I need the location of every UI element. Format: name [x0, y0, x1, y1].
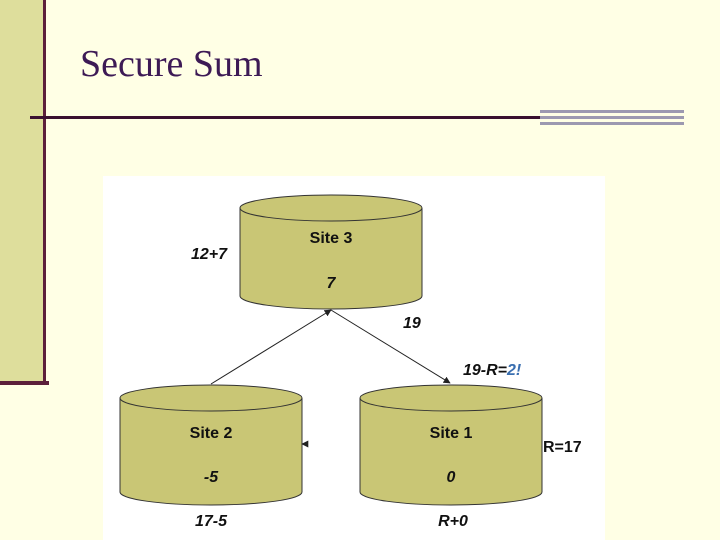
slide-title: Secure Sum — [80, 43, 263, 85]
arrow-site2-to-site3 — [210, 309, 332, 385]
title-underline-accent — [540, 110, 684, 128]
site-1-value: 0 — [447, 469, 456, 486]
site-1-body — [359, 398, 543, 506]
site-2-cylinder: Site 2 -5 — [119, 384, 303, 506]
site-1-name: Site 1 — [430, 425, 473, 442]
site-2-name: Site 2 — [190, 425, 233, 442]
site-2-value: -5 — [204, 469, 219, 486]
site-1-top — [359, 384, 543, 412]
label-site3-sum: 12+7 — [191, 246, 228, 263]
site-3-top — [239, 194, 423, 222]
label-site1-incoming: 19-R=2! — [463, 362, 522, 379]
site-1-cylinder: Site 1 0 — [359, 384, 543, 506]
site-3-name: Site 3 — [310, 230, 353, 247]
slide-side-bar — [0, 0, 46, 383]
site-2-body — [119, 398, 303, 506]
arrow-site3-to-site1 — [330, 309, 451, 384]
label-site2-sum: 17-5 — [195, 513, 228, 530]
site-3-cylinder: Site 3 7 — [239, 194, 423, 310]
site-3-value: 7 — [327, 275, 337, 292]
secure-sum-diagram: Site 3 7 Site 2 -5 Site 1 0 12+7 19 19-R… — [103, 176, 605, 540]
slide-side-bar-foot — [0, 381, 49, 385]
site-2-top — [119, 384, 303, 412]
label-site1-sum: R+0 — [438, 513, 468, 530]
site-3-body — [239, 208, 423, 310]
secure-sum-diagram-svg: Site 3 7 Site 2 -5 Site 1 0 12+7 19 19-R… — [119, 194, 582, 530]
title-underline — [30, 116, 540, 119]
label-site3-to-site1: 19 — [403, 315, 421, 332]
label-site1-random: R=17 — [543, 439, 582, 456]
label-site1-incoming-prefix: 19-R= — [463, 362, 507, 379]
label-site1-incoming-result: 2! — [506, 362, 522, 379]
